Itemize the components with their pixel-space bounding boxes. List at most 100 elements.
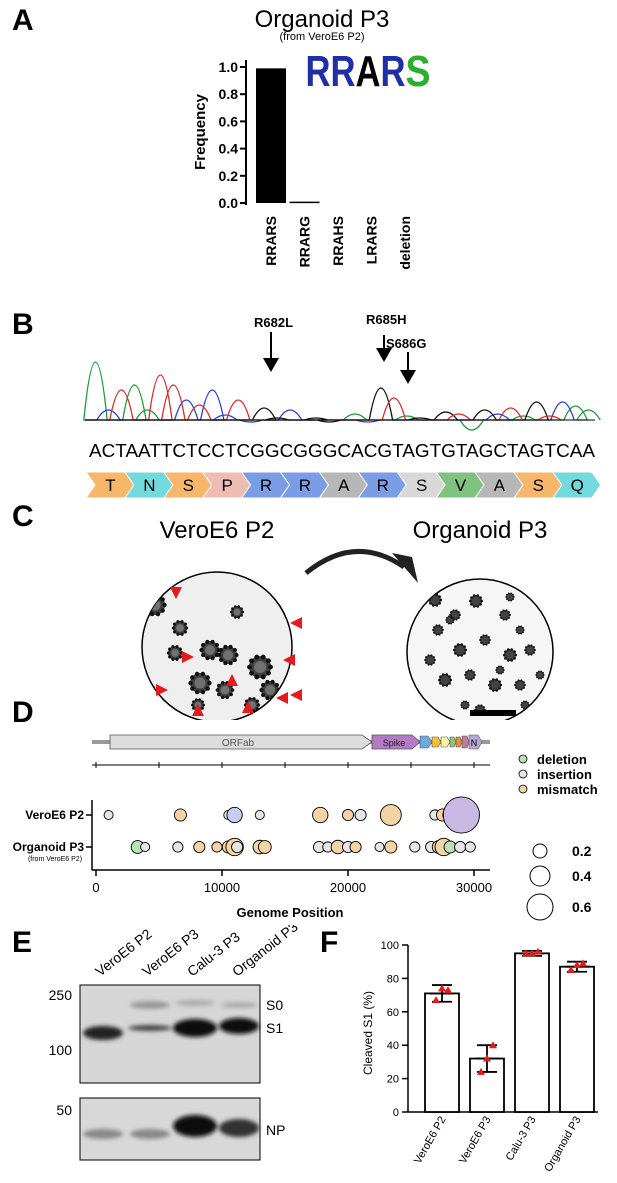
panel-a-subtitle: (from VeroE6 P2) [280, 31, 365, 43]
red-arrowhead-icon [242, 701, 254, 713]
blot-top-bands [83, 1000, 259, 1040]
logo-letter: R [381, 47, 406, 96]
y-tick-label: 80 [387, 973, 399, 985]
panel-c-plaques: VeroE6 P2 Organoid P3 [141, 517, 554, 720]
replicate-point [489, 1041, 497, 1049]
chromatogram-traces [83, 361, 601, 431]
variant-point [226, 806, 243, 824]
arrow-r685h-icon [376, 348, 392, 362]
aa-letter: N [143, 476, 155, 495]
x-tick-label: 10000 [204, 880, 240, 895]
aa-letter: S [416, 476, 427, 495]
legend-swatch [518, 769, 528, 779]
gene-n-label: N [471, 738, 478, 748]
replicate-point [444, 986, 452, 994]
x-tick-label: RRARS [263, 216, 279, 266]
bar [424, 992, 460, 1113]
logo-letter: R [331, 47, 356, 96]
marker-50: 50 [56, 1102, 72, 1118]
x-tick-label: Calu-3 P3 [504, 1115, 539, 1163]
trace-g [85, 387, 549, 423]
red-arrowhead-icon [283, 654, 295, 666]
y-tick-label: 0.8 [219, 86, 239, 102]
red-arrowhead-icon [276, 692, 288, 704]
size-legend-circle [529, 865, 551, 887]
y-tick-label: 0.4 [219, 141, 239, 157]
legend-swatch [518, 754, 528, 764]
panel-f-bars [424, 947, 595, 1113]
variant-point [341, 808, 355, 822]
y-tick-label: 60 [387, 1007, 399, 1019]
variant-point [464, 841, 476, 853]
variant-point [454, 840, 467, 854]
size-legend-circle [526, 893, 554, 921]
panel-letter-d: D [12, 696, 34, 729]
x-tick-label: VeroE6 P2 [412, 1115, 449, 1167]
replicate-point [528, 949, 536, 957]
gene-orf7 [455, 736, 463, 748]
gene-orf8 [461, 735, 470, 749]
mutation-label-r682l: R682L [254, 315, 293, 330]
red-arrowhead-icon [226, 674, 238, 686]
x-tick-label: 0 [92, 880, 99, 895]
aa-letter: A [494, 476, 506, 495]
panel-a-ylabel: Frequency [192, 93, 209, 170]
y-tick-label: 20 [387, 1074, 399, 1086]
aa-letter: R [377, 476, 389, 495]
aa-letter: T [105, 476, 115, 495]
y-tick-label: 100 [381, 940, 399, 952]
x-tick-label: RRARG [297, 216, 313, 267]
replicate-point [477, 1067, 485, 1075]
variant-point [374, 842, 385, 852]
blot-bottom-bands [83, 1115, 259, 1139]
legend-label: deletion [537, 752, 587, 767]
bar [559, 965, 595, 1113]
variant-point [384, 840, 398, 854]
mutation-arrows [263, 332, 416, 384]
logo-letter: A [356, 47, 381, 96]
variant-point [103, 810, 114, 820]
band-label-np: NP [266, 1122, 285, 1138]
panel-d-variant-plot: ORFab Spike N deletioninsertionmismatch … [13, 734, 598, 921]
variant-point [409, 841, 421, 853]
variant-point [354, 808, 367, 822]
dna-sequence: ACTAATTCTCCTCGGCGGGCACGTAGTGTAGCTAGTCAA [89, 441, 595, 461]
variant-point [193, 840, 206, 854]
y-tick-label: 0.2 [219, 168, 239, 184]
aa-letter: S [183, 476, 194, 495]
marker-100: 100 [49, 1042, 73, 1058]
gene-orf6 [449, 736, 457, 748]
y-tick-label: 0.6 [219, 113, 239, 129]
x-tick-label: Organoid P3 [542, 1115, 583, 1174]
band-label-s0: S0 [266, 997, 283, 1013]
gene-m [440, 736, 451, 748]
aa-letter: P [221, 476, 232, 495]
arrow-r682l-icon [263, 358, 279, 372]
panel-f-ylabel: Cleaved S1 (%) [361, 991, 375, 1075]
red-arrowhead-icon [182, 651, 194, 663]
mutation-label-r685h: R685H [366, 312, 406, 327]
y-tick-label: 0.0 [219, 195, 239, 211]
transfer-arrow-icon [304, 548, 406, 575]
replicate-point [579, 959, 587, 967]
y-tick-label: 1.0 [219, 59, 239, 75]
scale-bar [470, 710, 516, 716]
replicate-point [534, 947, 542, 955]
size-legend-label: 0.2 [572, 843, 592, 859]
replicate-point [438, 984, 446, 992]
legend-label: insertion [537, 767, 592, 782]
legend-swatch [518, 784, 528, 794]
red-arrowheads [156, 587, 302, 716]
replicate-point [522, 949, 530, 957]
logo-letter: S [406, 47, 431, 96]
marker-250: 250 [49, 987, 73, 1003]
